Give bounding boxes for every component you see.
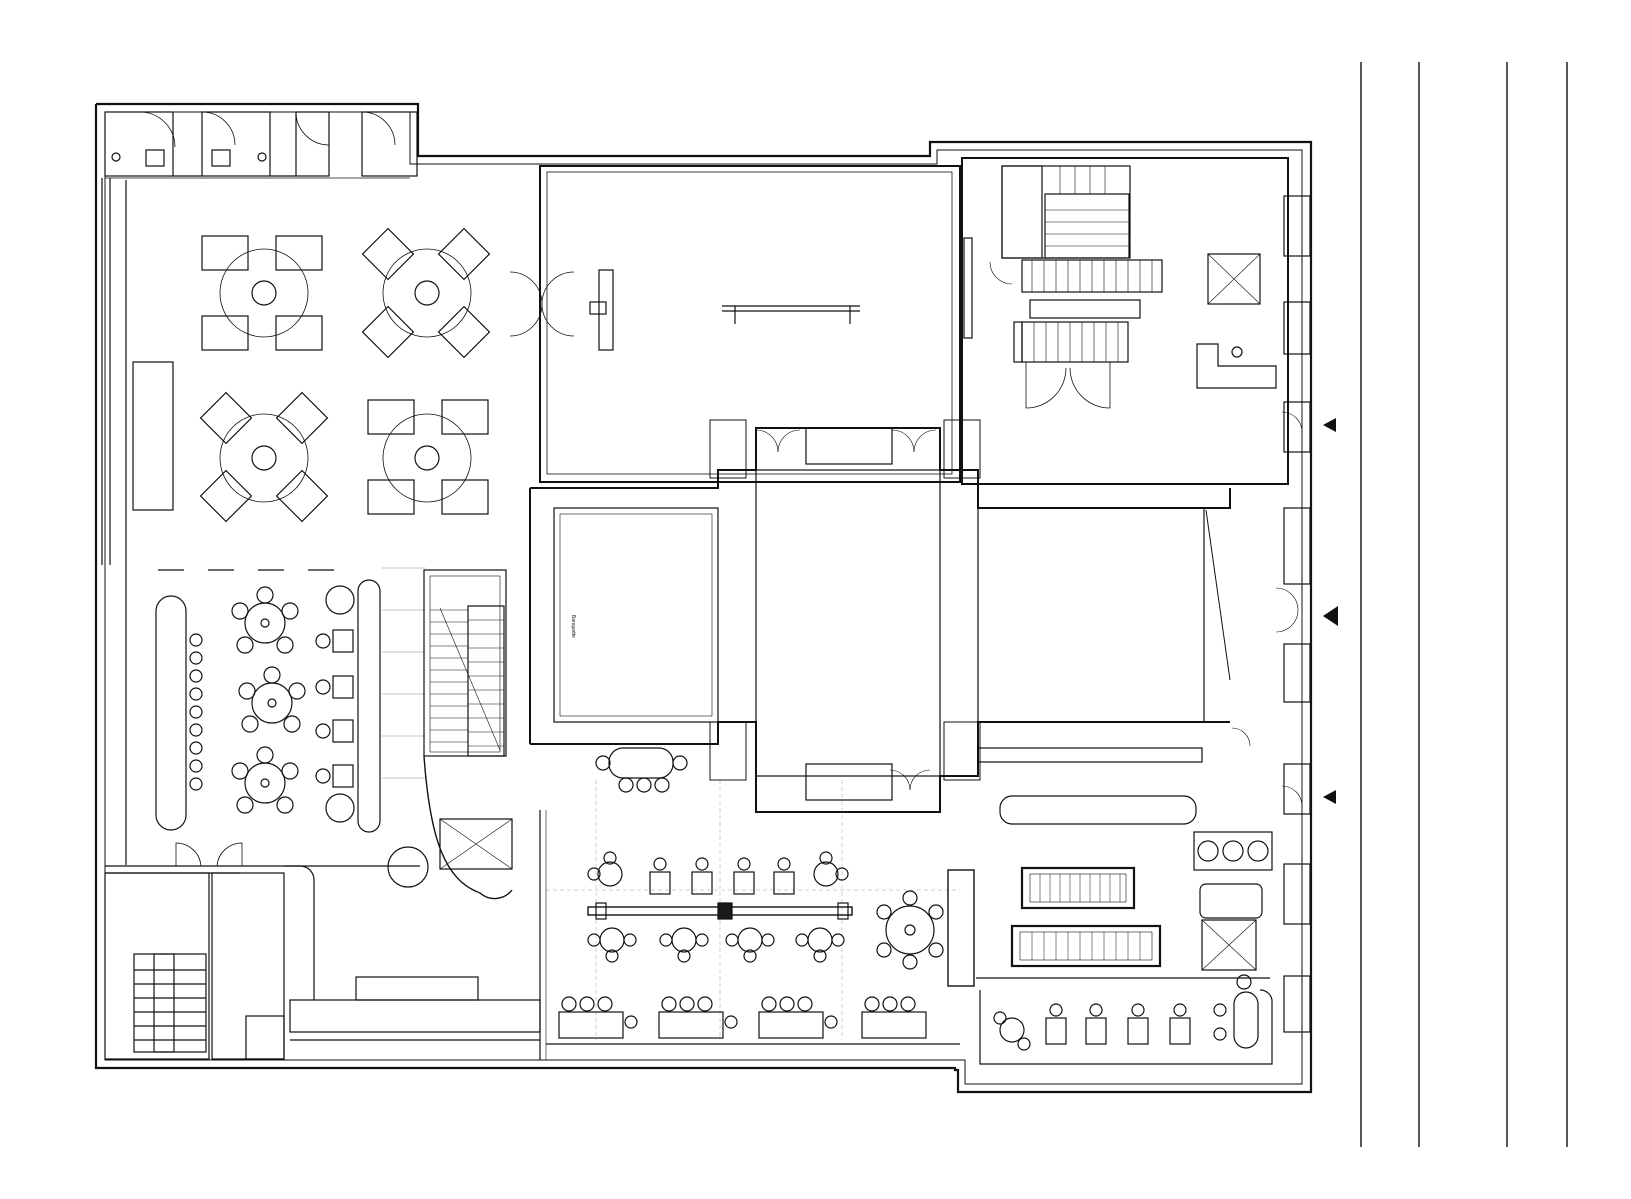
toilet-icon bbox=[111, 149, 267, 167]
right-facade bbox=[1275, 195, 1311, 1033]
elevator-icon bbox=[1201, 919, 1257, 971]
core-structure bbox=[529, 419, 1231, 813]
staircase-icon bbox=[1001, 165, 1163, 363]
main-staircase bbox=[387, 569, 513, 900]
banquette-seating bbox=[155, 579, 381, 833]
lower-right-area bbox=[947, 747, 1273, 1065]
entrance-arrow-icon[interactable] bbox=[1323, 606, 1338, 626]
left-interior-wall bbox=[101, 177, 410, 865]
round-table bbox=[231, 746, 299, 814]
restroom-block bbox=[104, 111, 418, 177]
dining-tables-upper bbox=[199, 227, 491, 523]
elevator-icon bbox=[1207, 253, 1261, 305]
street-lines bbox=[1360, 62, 1568, 1147]
round-table bbox=[238, 666, 306, 733]
bench-stools bbox=[189, 633, 203, 791]
left-lower-rooms bbox=[104, 842, 541, 1060]
round-table bbox=[231, 586, 299, 654]
outer-walls bbox=[94, 102, 1313, 1094]
staircase-icon bbox=[133, 953, 207, 1053]
core-doors bbox=[755, 429, 1251, 791]
stairwell-room bbox=[961, 157, 1289, 485]
bar-counter bbox=[132, 361, 174, 511]
stage-label: Banquette bbox=[570, 615, 576, 638]
main-hall-top bbox=[509, 165, 961, 483]
dining-tables-lower bbox=[539, 747, 960, 1060]
ceiling-grid bbox=[382, 567, 425, 779]
entrance-arrows bbox=[1323, 418, 1338, 804]
escalator bbox=[1010, 866, 1162, 968]
entrance-arrow-icon[interactable] bbox=[1323, 790, 1336, 804]
entrance-arrow-icon[interactable] bbox=[1323, 418, 1336, 432]
